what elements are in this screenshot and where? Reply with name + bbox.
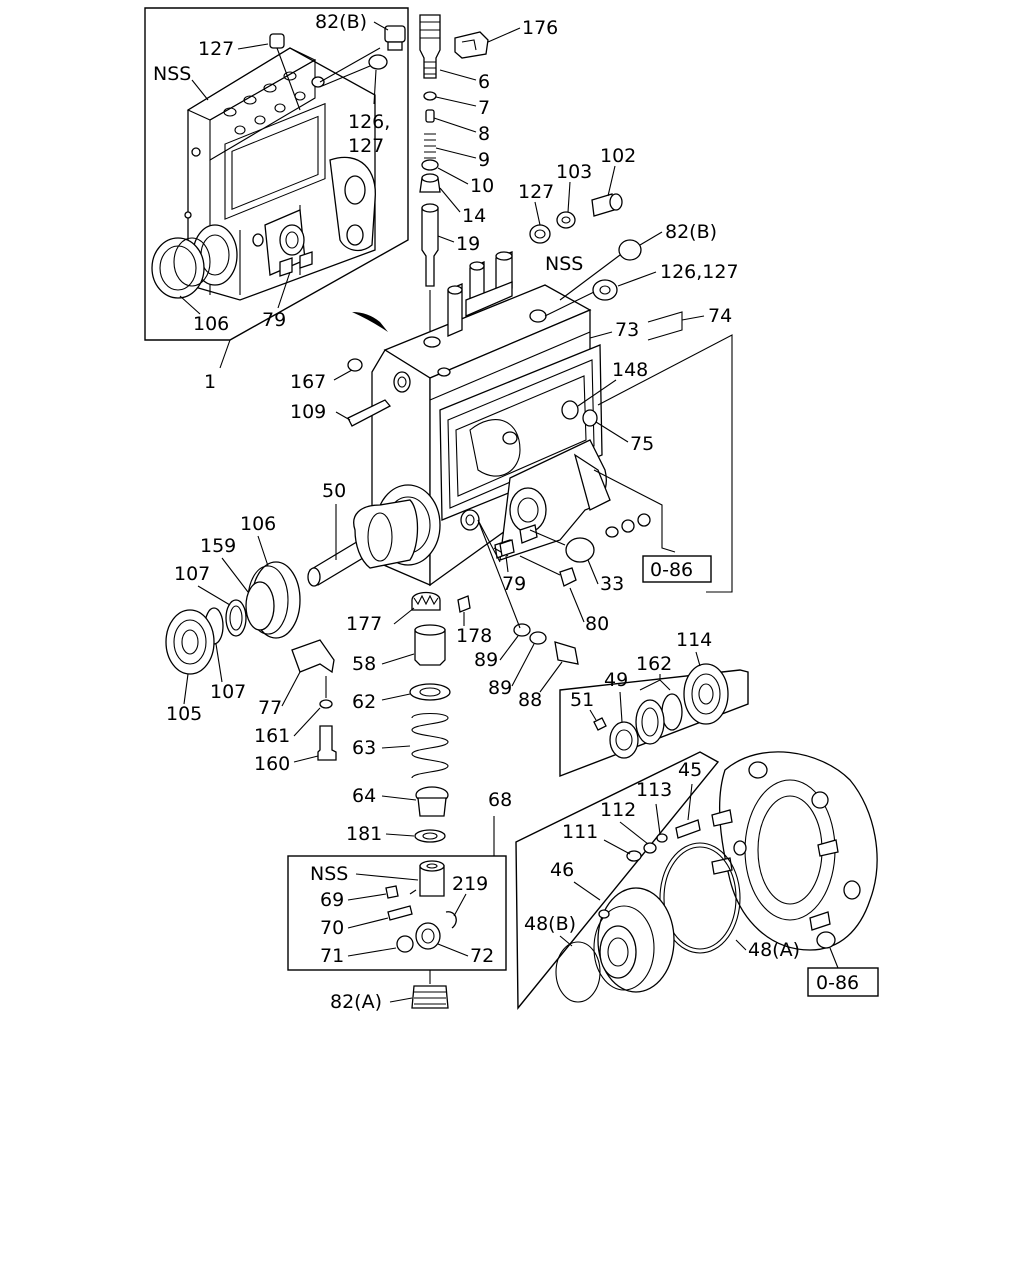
end-cover [711, 751, 878, 951]
label-64: 64 [352, 785, 376, 807]
label-71: 71 [320, 945, 344, 967]
label-219: 219 [452, 873, 488, 895]
label-127b-inset: 127 [348, 135, 384, 157]
drive-shaft [307, 499, 419, 587]
label-46: 46 [550, 859, 574, 881]
label-70: 70 [320, 917, 344, 939]
label-nss-inset2: NSS [310, 863, 348, 885]
label-89b: 89 [488, 677, 512, 699]
small-washers [626, 819, 701, 862]
label-0-86-bottom: 0-86 [816, 972, 859, 994]
label-nss-inset: NSS [153, 63, 191, 85]
left-bearing-group [165, 561, 301, 675]
label-127-mid: 127 [518, 181, 554, 203]
label-126-inset: 126, [348, 111, 390, 133]
label-68: 68 [488, 789, 512, 811]
label-50: 50 [322, 480, 346, 502]
label-51: 51 [570, 689, 594, 711]
label-48a: 48(A) [748, 939, 800, 961]
inset-seal-ring [151, 237, 211, 299]
label-58: 58 [352, 653, 376, 675]
label-75: 75 [630, 433, 654, 455]
right-bearing-group [593, 663, 729, 759]
label-103: 103 [556, 161, 592, 183]
label-106: 106 [240, 513, 276, 535]
label-72: 72 [470, 945, 494, 967]
label-107a: 107 [174, 563, 210, 585]
label-107b: 107 [210, 681, 246, 703]
label-181: 181 [346, 823, 382, 845]
label-177: 177 [346, 613, 382, 635]
label-178: 178 [456, 625, 492, 647]
label-105: 105 [166, 703, 202, 725]
label-114: 114 [676, 629, 712, 651]
label-112: 112 [600, 799, 636, 821]
label-80: 80 [585, 613, 609, 635]
label-106-inset: 106 [193, 313, 229, 335]
seal-cover-46 [593, 887, 675, 993]
label-73: 73 [615, 319, 639, 341]
label-33: 33 [600, 573, 624, 595]
label-1: 1 [204, 371, 216, 393]
ref-box-0-86-bottom [807, 967, 879, 997]
label-63: 63 [352, 737, 376, 759]
label-9: 9 [478, 149, 490, 171]
delivery-valve-stack [419, 14, 489, 340]
label-82b-mid: 82(B) [665, 221, 717, 243]
ref-box-0-86-mid [642, 555, 712, 583]
inset-68-frame [287, 855, 507, 971]
label-167: 167 [290, 371, 326, 393]
label-148: 148 [612, 359, 648, 381]
inset-housing-frame [144, 7, 409, 341]
label-74: 74 [708, 305, 732, 327]
label-nss-mid: NSS [545, 253, 583, 275]
inset-housing-body [184, 47, 376, 301]
label-10: 10 [470, 175, 494, 197]
label-45: 45 [678, 759, 702, 781]
label-113: 113 [636, 779, 672, 801]
o-ring-48a [659, 842, 741, 954]
inset-studs [279, 251, 313, 277]
inset-fittings [269, 25, 406, 111]
label-89a: 89 [474, 649, 498, 671]
label-102: 102 [600, 145, 636, 167]
label-69: 69 [320, 889, 344, 911]
label-79-inset: 79 [262, 309, 286, 331]
label-62: 62 [352, 691, 376, 713]
label-161: 161 [254, 725, 290, 747]
label-19: 19 [456, 233, 480, 255]
label-49: 49 [604, 669, 628, 691]
label-127-inset: 127 [198, 38, 234, 60]
o-ring-48b [555, 941, 601, 1003]
label-88: 88 [518, 689, 542, 711]
label-7: 7 [478, 97, 490, 119]
plunger-stack [409, 624, 451, 843]
pump-outlets [447, 251, 513, 337]
cover-inset-frame [515, 751, 720, 1010]
inset-68-parts [385, 860, 457, 953]
label-176: 176 [522, 17, 558, 39]
label-6: 6 [478, 71, 490, 93]
label-82b-inset: 82(B) [315, 11, 367, 33]
label-77: 77 [258, 697, 282, 719]
label-82a: 82(A) [330, 991, 382, 1013]
label-111: 111 [562, 821, 598, 843]
label-160: 160 [254, 753, 290, 775]
main-pump-body [352, 251, 611, 587]
label-14: 14 [462, 205, 486, 227]
label-79: 79 [502, 573, 526, 595]
label-109: 109 [290, 401, 326, 423]
label-159: 159 [200, 535, 236, 557]
inset-housing-group: 127 82(B) NSS 126, 127 106 79 1 [144, 7, 409, 393]
label-0-86-mid: 0-86 [650, 559, 693, 581]
label-48b: 48(B) [524, 913, 576, 935]
o-ring-48a-inner [663, 846, 737, 950]
label-162: 162 [636, 653, 672, 675]
label-8: 8 [478, 123, 490, 145]
label-126-127-mid: 126,127 [660, 261, 739, 283]
